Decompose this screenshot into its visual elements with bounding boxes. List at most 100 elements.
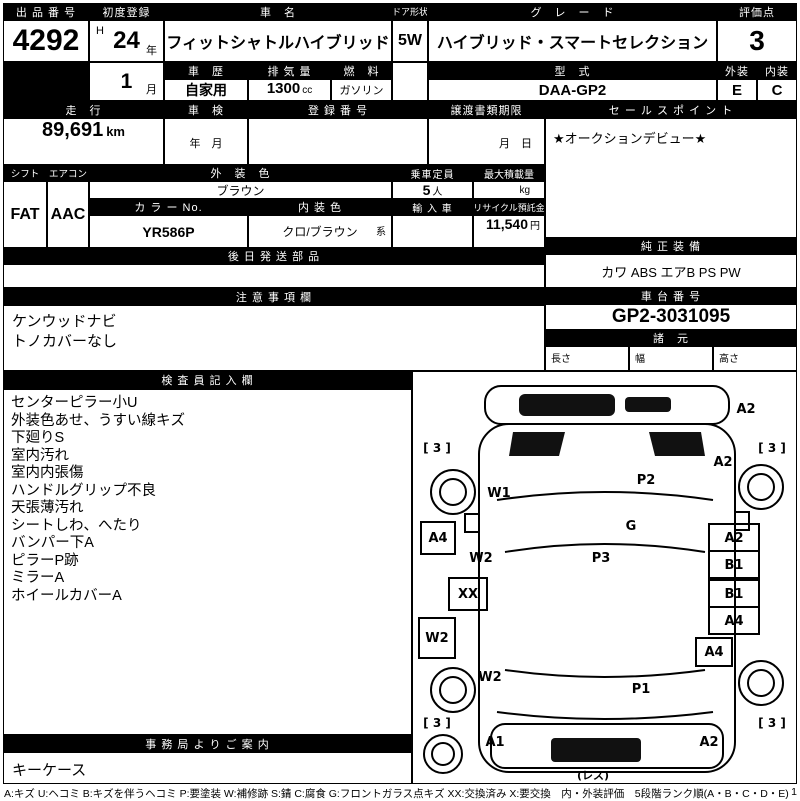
office-info-value: キーケース [3,752,412,784]
max-load-label: 最大積載量 [473,165,545,181]
import-car-label: 輸 入 車 [392,199,473,215]
max-load-unit: kg [473,181,545,199]
inspector-note-line: 室内汚れ [11,447,69,464]
wheel-rear-left [430,667,476,713]
interior-score-label: 内装 [757,62,797,79]
car-name-label: 車 名 [164,3,392,20]
transfer-deadline-value: 月 日 [428,118,545,165]
diagram-label-a2-rear: A2 [699,735,718,750]
displacement-value: 1300 cc [248,79,331,101]
diagram-label-g: G [626,519,637,534]
spec-height-cell: 高さ [713,346,797,371]
front-grille [519,394,615,416]
rear-bumper [490,723,724,769]
diagram-label-xx: XX [458,587,478,602]
exterior-color-value: ブラウン [89,181,392,199]
spec-length-cell: 長さ [545,346,629,371]
diagram-label-a4-right-fender: A4 [704,645,723,660]
exterior-color-label: 外 装 色 [89,165,392,181]
first-registration-month-value: 1 [120,69,133,93]
car-diagram-svg: A2 [ 3 ] [ 3 ] [ 3 ] [ 3 ] W1 P2 A2 A4 W… [418,385,786,782]
inspector-note-line: 外装色あせ、うすい線キズ [11,412,185,429]
wheel-front-left-rim [439,478,467,506]
capacity-unit: 人 [432,187,443,198]
import-car-value [392,215,473,248]
diagram-label-p3: P3 [592,551,611,566]
legend-page-number: 1 [791,786,797,798]
model-code-label: 型 式 [428,62,717,79]
aircon-label: エアコン [47,165,89,181]
diagram-label-a4-left: A4 [428,531,447,546]
grade-value: ハイブリッド・スマートセレクション [428,20,717,62]
right-headlight [649,432,705,456]
right-rear-fender-box [695,637,733,667]
office-info-label: 事 務 局 よ り ご 案 内 [3,735,412,752]
right-front-door-box-lower [708,550,760,579]
inspector-note-line: 室内内張傷 [11,465,84,481]
diagram-label-a2-right-door: A2 [724,531,743,546]
spare-tire-rim [431,742,455,766]
diagram-label-w2-left-box: W2 [425,631,448,646]
score-label: 評価点 [717,3,797,20]
trunk-line [496,711,714,720]
inspection-value: 年 月 [164,118,248,165]
notes-label: 注 意 事 項 欄 [3,288,545,305]
history-label: 車 歴 [164,62,248,79]
notes-value: ケンウッドナビ トノカバーなし [3,305,545,371]
exterior-score-value: E [717,79,757,101]
wheel-front-right-rim [747,473,775,501]
left-headlight [509,432,565,456]
shift-label: シフト [3,165,47,181]
inspection-label: 車 検 [164,101,248,118]
rear-window-line [504,669,706,678]
later-shipping-parts-label: 後 日 発 送 部 品 [3,248,545,264]
wheel-front-right [738,464,784,510]
inspector-note-line: ピラーP跡 [11,552,79,569]
diagram-label-p2: P2 [637,473,656,488]
right-mirror [734,511,750,531]
year-unit: 年 [146,45,157,57]
score-value: 3 [717,20,797,62]
first-registration-year-value: 24 [113,27,140,54]
displacement-unit: cc [302,85,313,96]
interior-color-value: クロ/ブラウン 系 [248,215,392,248]
right-rear-door-box-lower [708,606,760,635]
mileage-label: 走 行 [3,101,164,118]
door-shape-label: ドア形状 [392,3,428,20]
car-name-value: フィットシャトルハイブリッド [164,20,392,62]
era-mark: H [96,25,104,37]
inspector-note-line: センターピラー小U [11,395,138,411]
diagram-label-a4-right-rear: A4 [724,614,743,629]
recycle-deposit-label: リサイクル預託金 [473,199,545,215]
mileage-number: 89,691 [42,119,104,141]
chassis-no-label: 車 台 番 号 [545,288,797,304]
wheel-rear-right-rim [747,669,775,697]
recycle-deposit-number: 11,540 [485,216,528,232]
diagram-label-w2-rear-fender: W2 [478,670,501,685]
lot-filler-cell [3,62,89,101]
registration-no-label: 登 録 番 号 [248,101,428,118]
interior-color-text: クロ/ブラウン [282,225,358,239]
capacity-value: 5 人 [392,181,473,199]
legend: A:キズ U:ヘコミ B:キズを伴うヘコミ P:要塗装 W:補修跡 S:錆 C:… [4,786,797,800]
diagram-label-b1-right-door: B1 [725,558,744,573]
wheel-rear-left-rim [439,676,467,704]
color-no-label: カ ラ ー No. [89,199,248,215]
interior-color-label: 内 装 色 [248,199,392,215]
spare-tire [423,734,463,774]
inspector-note-line: バンパー下A [11,535,94,551]
transfer-deadline-label: 譲渡書類期限 [428,101,545,118]
recycle-deposit-value: 11,540 円 [473,215,545,248]
inspector-note-line: 天張薄汚れ [11,500,84,516]
rear-plate-panel [551,738,641,762]
note-line: ケンウッドナビ [12,313,117,330]
car-damage-diagram: A2 [ 3 ] [ 3 ] [ 3 ] [ 3 ] W1 P2 A2 A4 W… [412,371,797,784]
inspector-note-line: ハンドルグリップ不良 [11,482,156,499]
interior-score-value: C [757,79,797,101]
history-value: 自家用 [164,79,248,101]
lot-number-label: 出 品 番 号 [3,3,89,20]
displacement-number: 1300 [266,80,301,97]
recycle-deposit-unit: 円 [530,221,540,232]
spec-width-cell: 幅 [629,346,713,371]
